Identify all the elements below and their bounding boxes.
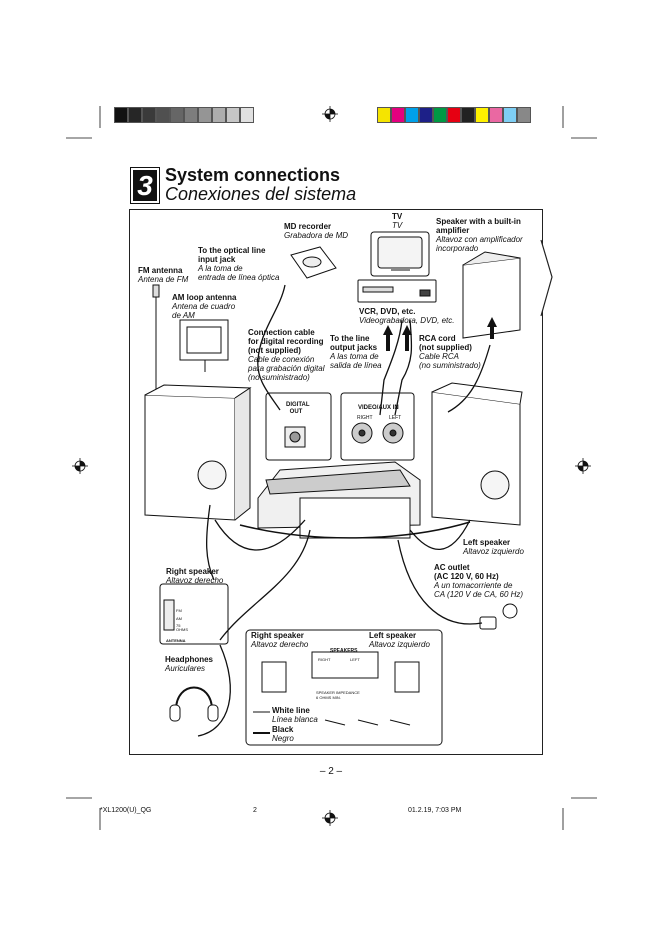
antenna-printing: ANTENNA xyxy=(166,636,186,645)
right-speaker-icon xyxy=(145,385,250,520)
vcr-dvd-icon xyxy=(358,280,436,302)
label-rca-cord: RCA cord (not supplied)Cable RCA (no sum… xyxy=(419,334,481,370)
footer-timestamp: 01.2.19, 7:03 PM xyxy=(408,807,461,814)
digital-out-printing: DIGITAL OUT xyxy=(286,402,306,416)
label-connection-cable: Connection cable for digital recording (… xyxy=(248,328,325,382)
footer-page: 2 xyxy=(253,807,257,814)
antenna-ohm-printing: 75 OHMS xyxy=(176,624,188,632)
speaker-impedance-printing: SPEAKER IMPEDANCE 6 OHMS MIN. xyxy=(316,690,360,700)
footer-file-name: *XL1200(U)_QG xyxy=(100,807,151,814)
antenna-am-printing: AM xyxy=(176,614,182,623)
antenna-terminal-inset xyxy=(160,584,228,644)
ac-plug-icon xyxy=(480,604,517,629)
jack-right-printing: RIGHT xyxy=(357,414,373,423)
jack-left-printing: LEFT xyxy=(389,414,401,423)
tv-icon xyxy=(371,232,429,276)
page-number: – 2 – xyxy=(0,766,662,777)
md-recorder-icon xyxy=(291,247,336,278)
label-vcr-dvd: VCR, DVD, etc.Videograbadora, DVD, etc. xyxy=(359,307,454,325)
label-ac-outlet: AC outlet (AC 120 V, 60 Hz)A un tomacorr… xyxy=(434,563,523,599)
am-loop-antenna-icon xyxy=(180,320,228,372)
speaker-terminal-left-printing: LEFT xyxy=(350,655,360,664)
video-aux-in-printing: VIDEO/AUX IN xyxy=(358,404,399,413)
left-speaker-icon xyxy=(432,383,522,525)
headphones-icon xyxy=(170,688,218,722)
speaker-terminal-right-printing: RIGHT xyxy=(318,655,330,664)
